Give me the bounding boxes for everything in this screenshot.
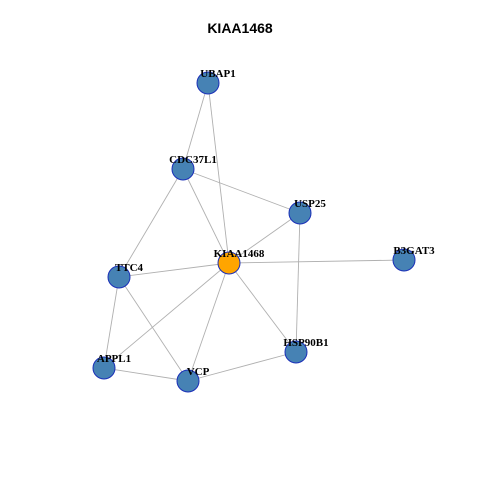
- edge-cdc37l1-usp25: [182, 168, 301, 214]
- node-label-cdc37l1: CDC37L1: [169, 154, 217, 166]
- node-ttc4[interactable]: [107, 265, 131, 289]
- edge-cdc37l1-kiaa1468: [182, 168, 230, 264]
- edge-ubap1-cdc37l1: [182, 82, 209, 170]
- node-appl1[interactable]: [92, 356, 116, 380]
- diagram-title: KIAA1468: [207, 20, 273, 36]
- edge-kiaa1468-b3gat3: [228, 259, 405, 264]
- edge-usp25-hsp90b1: [295, 212, 301, 353]
- node-label-hsp90b1: HSP90B1: [283, 337, 328, 349]
- node-usp25[interactable]: [288, 201, 312, 225]
- edge-vcp-hsp90b1: [187, 351, 297, 382]
- node-label-vcp: VCP: [187, 366, 210, 378]
- edge-kiaa1468-hsp90b1: [228, 262, 297, 353]
- node-label-kiaa1468: KIAA1468: [214, 248, 265, 260]
- edge-appl1-vcp: [103, 367, 189, 382]
- edge-kiaa1468-appl1: [103, 262, 230, 369]
- edge-ttc4-vcp: [118, 276, 189, 382]
- edge-kiaa1468-ttc4: [118, 262, 230, 278]
- edge-cdc37l1-ttc4: [118, 168, 184, 278]
- node-b3gat3[interactable]: [392, 248, 416, 272]
- node-label-ttc4: TTC4: [115, 262, 144, 274]
- edge-kiaa1468-vcp: [187, 262, 230, 382]
- edge-layer: [103, 82, 405, 382]
- edge-usp25-kiaa1468: [228, 212, 301, 264]
- node-layer: [92, 71, 416, 393]
- node-label-appl1: APPL1: [97, 353, 131, 365]
- edge-ttc4-appl1: [103, 276, 120, 369]
- node-cdc37l1[interactable]: [171, 157, 195, 181]
- node-label-b3gat3: B3GAT3: [393, 245, 435, 257]
- node-label-ubap1: UBAP1: [200, 68, 235, 80]
- node-label-usp25: USP25: [294, 198, 326, 210]
- node-kiaa1468[interactable]: [217, 251, 241, 275]
- node-ubap1[interactable]: [196, 71, 220, 95]
- node-vcp[interactable]: [176, 369, 200, 393]
- edge-ubap1-kiaa1468: [207, 82, 230, 264]
- node-hsp90b1[interactable]: [284, 340, 308, 364]
